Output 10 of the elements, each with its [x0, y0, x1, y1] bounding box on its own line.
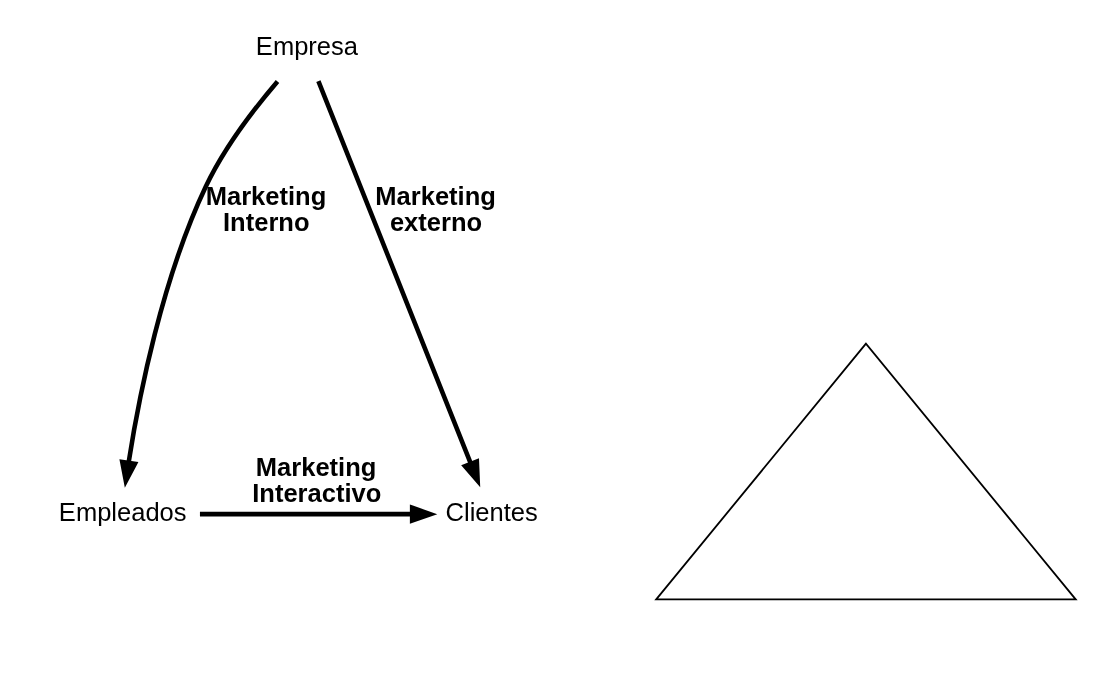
- arrow: [316, 80, 481, 488]
- node-text: Empresa: [255, 31, 358, 60]
- arrow: [199, 504, 438, 524]
- node-text: Clientes: [445, 497, 538, 526]
- node-text: Empleados: [58, 497, 187, 526]
- arrow: [119, 79, 280, 488]
- edge-label: Marketing Interno: [205, 182, 327, 236]
- edge-label: Marketing Interactivo: [252, 453, 382, 507]
- node-triangle: [654, 342, 1078, 601]
- edge-label: Marketing externo: [375, 182, 496, 236]
